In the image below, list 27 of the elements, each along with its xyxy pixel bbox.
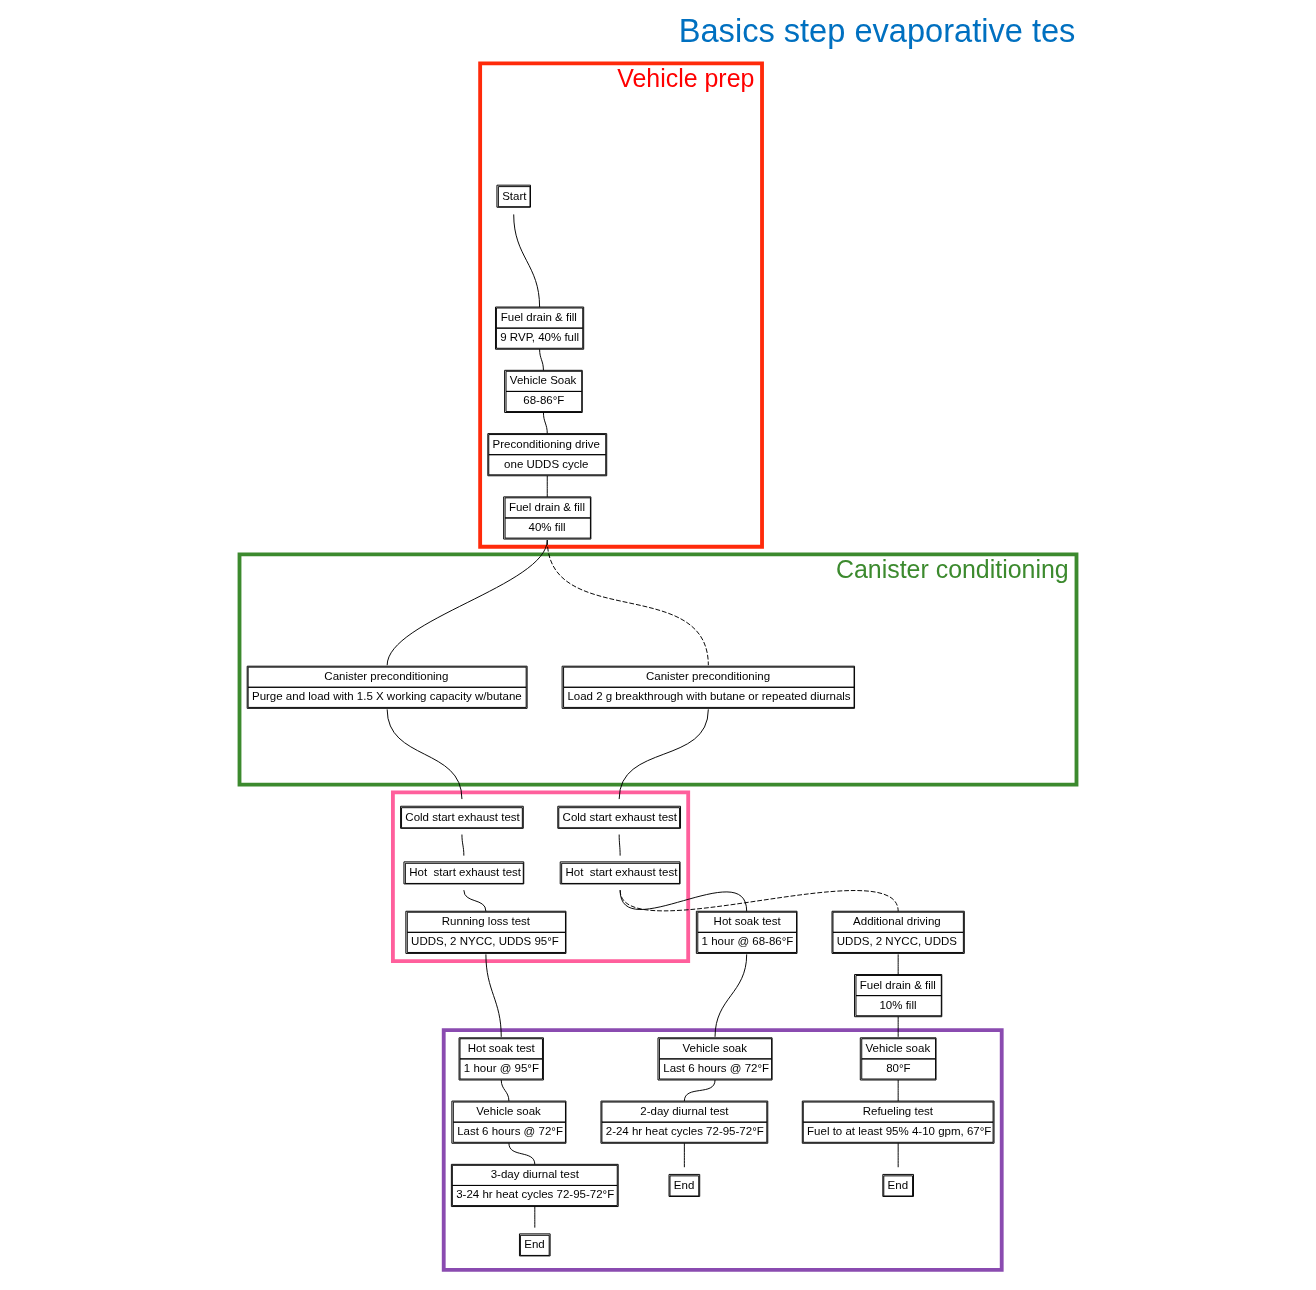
diagram-title: Basics step evaporative tes: [678, 12, 1076, 50]
connector: [513, 213, 541, 308]
connector: [546, 539, 709, 666]
connector: [485, 953, 502, 1038]
connector: [714, 953, 748, 1038]
connector: [897, 1079, 899, 1102]
connector: [386, 539, 548, 666]
connector: [508, 1142, 536, 1165]
connector: [542, 412, 548, 435]
connector: [386, 708, 463, 800]
cluster: [391, 790, 691, 963]
connector: [897, 953, 899, 975]
connector: [618, 708, 709, 800]
connector: [683, 1079, 716, 1102]
connector: [897, 1142, 899, 1168]
connector: [534, 1206, 536, 1229]
connector: [619, 889, 899, 912]
connector: [461, 834, 465, 857]
connector: [500, 1079, 510, 1102]
connector: [897, 1016, 899, 1038]
connector: [546, 475, 548, 498]
connector: [463, 889, 487, 912]
cluster: [441, 1028, 1004, 1272]
connector: [618, 834, 621, 857]
connector: [683, 1142, 685, 1168]
connector: [539, 348, 544, 371]
connector: [619, 889, 748, 912]
